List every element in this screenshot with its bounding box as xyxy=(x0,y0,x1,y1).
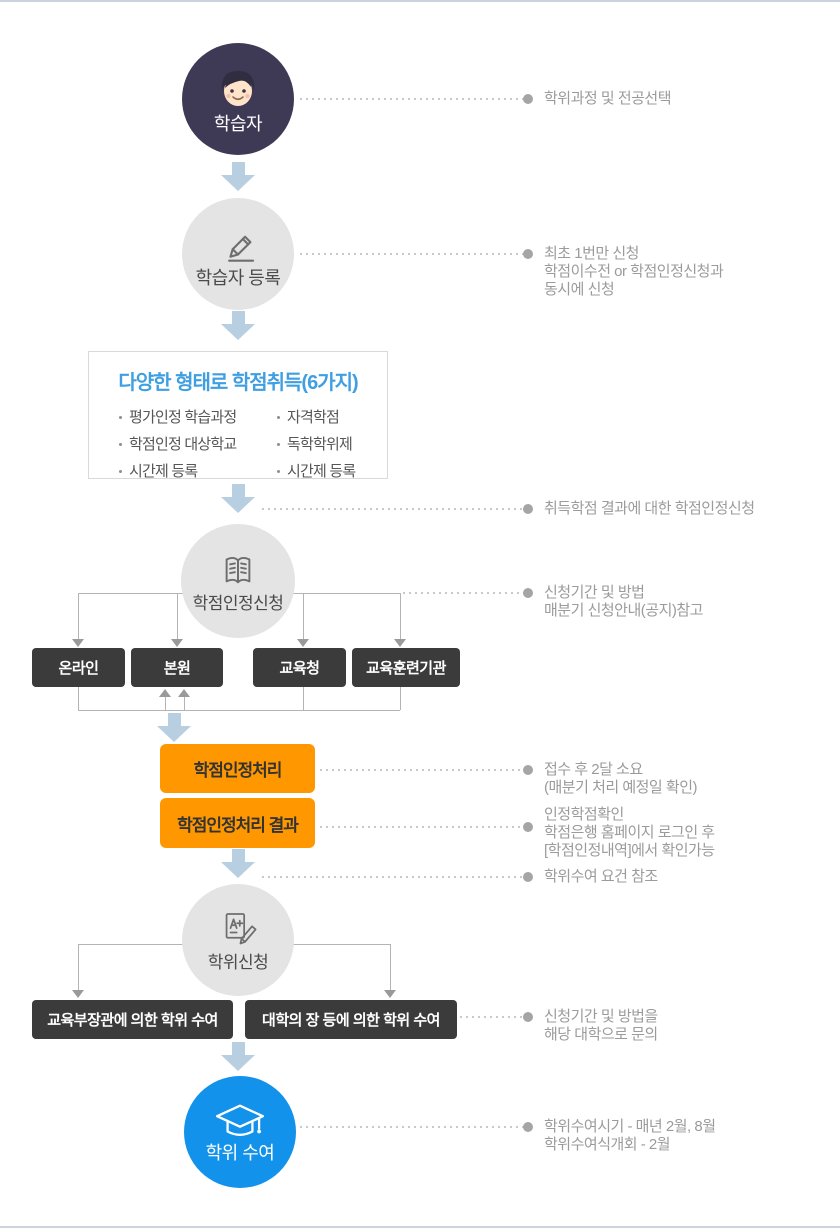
arrowhead-down-icon xyxy=(394,639,406,647)
connector-line xyxy=(400,687,401,710)
credit-box-left-column: 평가인정 학습과정 학점인정 대상학교 시간제 등록 xyxy=(119,404,277,485)
arrowhead-down-icon xyxy=(72,990,84,998)
annotation-line xyxy=(300,98,524,100)
graduation-cap-icon xyxy=(215,1104,265,1137)
list-dot-icon xyxy=(277,470,280,473)
connector-line xyxy=(184,696,185,710)
connector-line xyxy=(78,687,79,710)
credit-box-title: 다양한 형태로 학점취득(6가지) xyxy=(118,372,358,394)
connector-line xyxy=(177,593,178,639)
annotation-award-schedule: 학위수여시기 - 매년 2월, 8월 학위수여식개회 - 2월 xyxy=(544,1118,716,1153)
annotation-apply-period: 신청기간 및 방법 매분기 신청안내(공지)참고 xyxy=(544,584,703,619)
annotation-bullet xyxy=(523,504,533,514)
annotation-bullet xyxy=(523,588,533,598)
channel-box-online: 온라인 xyxy=(32,648,125,687)
annotation-degree-requirements: 학위수여 요건 참조 xyxy=(544,868,658,885)
flow-arrow-3 xyxy=(221,484,255,513)
list-dot-icon xyxy=(119,416,122,419)
annotation-credit-result: 취득학점 결과에 대한 학점인정신청 xyxy=(544,500,755,517)
connector-line xyxy=(303,593,304,639)
flow-arrow-4 xyxy=(157,713,191,742)
flow-arrow-2 xyxy=(221,311,255,340)
open-book-icon xyxy=(225,556,251,583)
credit-item: 시간제 등록 xyxy=(119,458,277,485)
channel-box-education-office: 교육청 xyxy=(253,648,346,687)
processing-result-box: 학점인정처리 결과 xyxy=(160,798,315,848)
connector-line xyxy=(400,593,401,639)
degree-award-label: 학위 수여 xyxy=(205,1143,275,1164)
list-dot-icon xyxy=(119,443,122,446)
credit-item: 평가인정 학습과정 xyxy=(119,404,277,431)
arrowhead-down-icon xyxy=(171,639,183,647)
learner-node: 학습자 xyxy=(182,43,294,155)
annotation-line xyxy=(262,876,524,878)
annotation-learner: 학위과정 및 전공선택 xyxy=(544,90,672,107)
connector-line xyxy=(78,710,400,711)
flow-arrow-1 xyxy=(221,162,255,191)
degree-award-node: 학위 수여 xyxy=(184,1076,296,1188)
annotation-line xyxy=(300,1126,524,1128)
annotation-bullet xyxy=(523,94,533,104)
flow-arrow-6 xyxy=(221,1042,255,1071)
annotation-bullet xyxy=(523,249,533,259)
list-dot-icon xyxy=(119,470,122,473)
annotation-processing-time: 접수 후 2달 소요 (매분기 처리 예정일 확인) xyxy=(544,761,698,796)
channel-box-headquarters: 본원 xyxy=(131,648,223,687)
credit-apply-node: 학점인정신청 xyxy=(181,524,295,638)
credit-item: 시간제 등록 xyxy=(277,458,356,485)
annotation-result-check: 인정학점확인 학점은행 홈페이지 로그인 후 [학점인정내역]에서 확인가능 xyxy=(544,806,715,859)
degree-president-box: 대학의 장 등에 의한 학위 수여 xyxy=(245,1000,457,1039)
register-node: 학습자 등록 xyxy=(182,198,294,310)
annotation-line xyxy=(460,1016,524,1018)
list-dot-icon xyxy=(277,443,280,446)
connector-line xyxy=(78,593,79,639)
annotation-line xyxy=(320,769,524,771)
credit-item: 독학학위제 xyxy=(277,431,355,458)
annotation-register: 최초 1번만 신청 학점이수전 or 학점인정신청과 동시에 신청 xyxy=(544,245,724,298)
credit-apply-label: 학점인정신청 xyxy=(192,593,284,613)
pencil-register-icon xyxy=(228,235,255,262)
learner-label: 학습자 xyxy=(213,114,263,135)
annotation-line xyxy=(320,826,524,828)
connector-line xyxy=(390,944,391,990)
processing-box: 학점인정처리 xyxy=(160,744,315,793)
credit-box-right-column: 자격학점 독학학위제 시간제 등록 xyxy=(277,404,356,485)
credit-item: 학점인정 대상학교 xyxy=(119,431,277,458)
degree-minister-box: 교육부장관에 의한 학위 수여 xyxy=(32,1000,233,1039)
arrowhead-up-icon xyxy=(178,689,190,697)
annotation-bullet xyxy=(523,1122,533,1132)
degree-apply-label: 학위신청 xyxy=(207,953,269,973)
degree-apply-node: 학위신청 xyxy=(182,884,294,996)
arrowhead-down-icon xyxy=(297,639,309,647)
list-dot-icon xyxy=(277,416,280,419)
annotation-bullet xyxy=(523,765,533,775)
connector-line xyxy=(165,696,166,710)
annotation-line xyxy=(403,592,524,594)
flow-arrow-5 xyxy=(221,849,255,878)
arrowhead-up-icon xyxy=(159,689,171,697)
aplus-pencil-icon xyxy=(225,913,257,945)
annotation-university-inquiry: 신청기간 및 방법을 해당 대학으로 문의 xyxy=(544,1008,658,1043)
connector-line xyxy=(303,687,304,710)
annotation-line xyxy=(262,508,524,510)
connector-line xyxy=(78,944,79,990)
annotation-bullet xyxy=(523,822,533,832)
credit-acquisition-box: 다양한 형태로 학점취득(6가지) 평가인정 학습과정 학점인정 대상학교 시간… xyxy=(88,351,388,480)
register-label: 학습자 등록 xyxy=(195,267,281,288)
arrowhead-down-icon xyxy=(72,639,84,647)
annotation-bullet xyxy=(523,872,533,882)
credit-item: 자격학점 xyxy=(277,404,355,431)
channel-box-training-institute: 교육훈련기관 xyxy=(352,648,460,687)
arrowhead-down-icon xyxy=(384,990,396,998)
annotation-line xyxy=(300,253,524,255)
annotation-bullet xyxy=(523,1012,533,1022)
learner-face-icon xyxy=(221,71,255,107)
